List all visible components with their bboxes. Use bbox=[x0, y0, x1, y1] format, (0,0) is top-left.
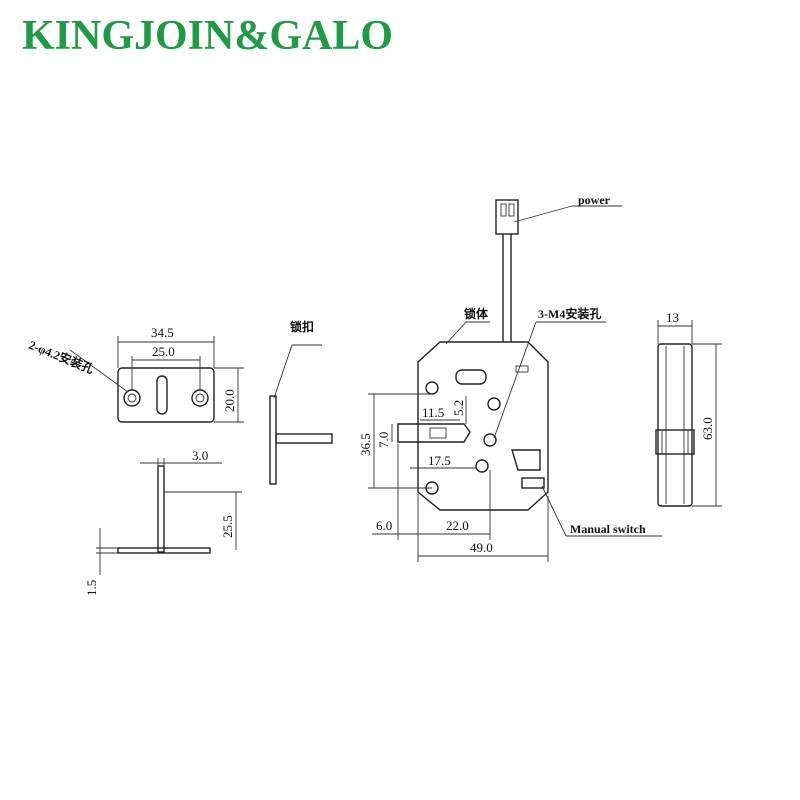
dim-hole-spacing: 25.0 bbox=[152, 344, 175, 359]
side-view: 13 63.0 bbox=[655, 310, 722, 507]
lock-bolt bbox=[397, 423, 471, 443]
label-body-mount-holes: 3-M4安装孔 bbox=[538, 306, 601, 321]
plate-hole-left-inner bbox=[127, 393, 137, 403]
lock-body-slot bbox=[455, 369, 487, 385]
side-bolt-section bbox=[655, 429, 695, 455]
dim-bolt-offset: 11.5 bbox=[422, 405, 444, 420]
body-hole-top-right bbox=[487, 397, 501, 411]
catch-upright bbox=[157, 465, 165, 553]
bolt-notch bbox=[429, 427, 447, 439]
body-hole-middle bbox=[483, 433, 497, 447]
dim-plate-height: 20.0 bbox=[222, 389, 237, 412]
catch-pin bbox=[275, 433, 333, 444]
latch-lever bbox=[511, 449, 541, 471]
body-hole-top-left bbox=[425, 381, 439, 395]
power-connector bbox=[495, 199, 519, 235]
dim-side-height: 63.0 bbox=[700, 417, 715, 440]
dim-catch-base: 1.5 bbox=[84, 580, 99, 596]
dim-side-width: 13 bbox=[666, 310, 679, 325]
catch-side-view: 3.0 25.5 1.5 bbox=[84, 448, 242, 596]
catch-base bbox=[117, 547, 211, 554]
dim-bolt-extension: 6.0 bbox=[376, 518, 392, 533]
plate-slot bbox=[156, 375, 168, 415]
label-power: power bbox=[578, 193, 611, 207]
label-lock-catch: 锁扣 bbox=[290, 319, 314, 334]
plate-hole-right bbox=[191, 389, 209, 407]
mounting-plate-outline bbox=[117, 367, 215, 423]
label-plate-mount-holes: 2-φ4.2安装孔 bbox=[27, 337, 96, 377]
dim-body-partial: 22.0 bbox=[446, 518, 469, 533]
dim-catch-top: 3.0 bbox=[192, 448, 208, 463]
manual-switch bbox=[521, 477, 545, 489]
plate-hole-right-inner bbox=[195, 393, 205, 403]
dim-body-width: 49.0 bbox=[470, 540, 493, 555]
plate-hole-left bbox=[123, 389, 141, 407]
dim-catch-height: 25.5 bbox=[220, 515, 235, 538]
dim-body-height: 36.5 bbox=[358, 433, 373, 456]
label-lock-body: 锁体 bbox=[464, 306, 489, 321]
mounting-plate-view: 34.5 25.0 20.0 2-φ4.2安装孔 bbox=[27, 325, 244, 423]
dim-plate-width: 34.5 bbox=[151, 325, 174, 340]
dim-bolt-height: 7.0 bbox=[376, 432, 391, 448]
dim-bolt-length: 17.5 bbox=[428, 453, 451, 468]
lock-body-tab bbox=[515, 365, 529, 373]
lock-catch-view: 锁扣 bbox=[269, 319, 333, 485]
brand-logo-text: KINGJOIN&GALO bbox=[22, 13, 394, 59]
catch-plate bbox=[269, 395, 277, 485]
label-manual-switch: Manual switch bbox=[570, 522, 646, 536]
body-hole-lower bbox=[475, 459, 489, 473]
lock-body-outline bbox=[417, 341, 549, 511]
lock-body-view: power 锁体 3-M4安装孔 Manual switch 36.5 7.0 … bbox=[358, 193, 662, 562]
side-outline bbox=[657, 343, 693, 507]
dim-hole-offset: 5.2 bbox=[451, 400, 466, 416]
